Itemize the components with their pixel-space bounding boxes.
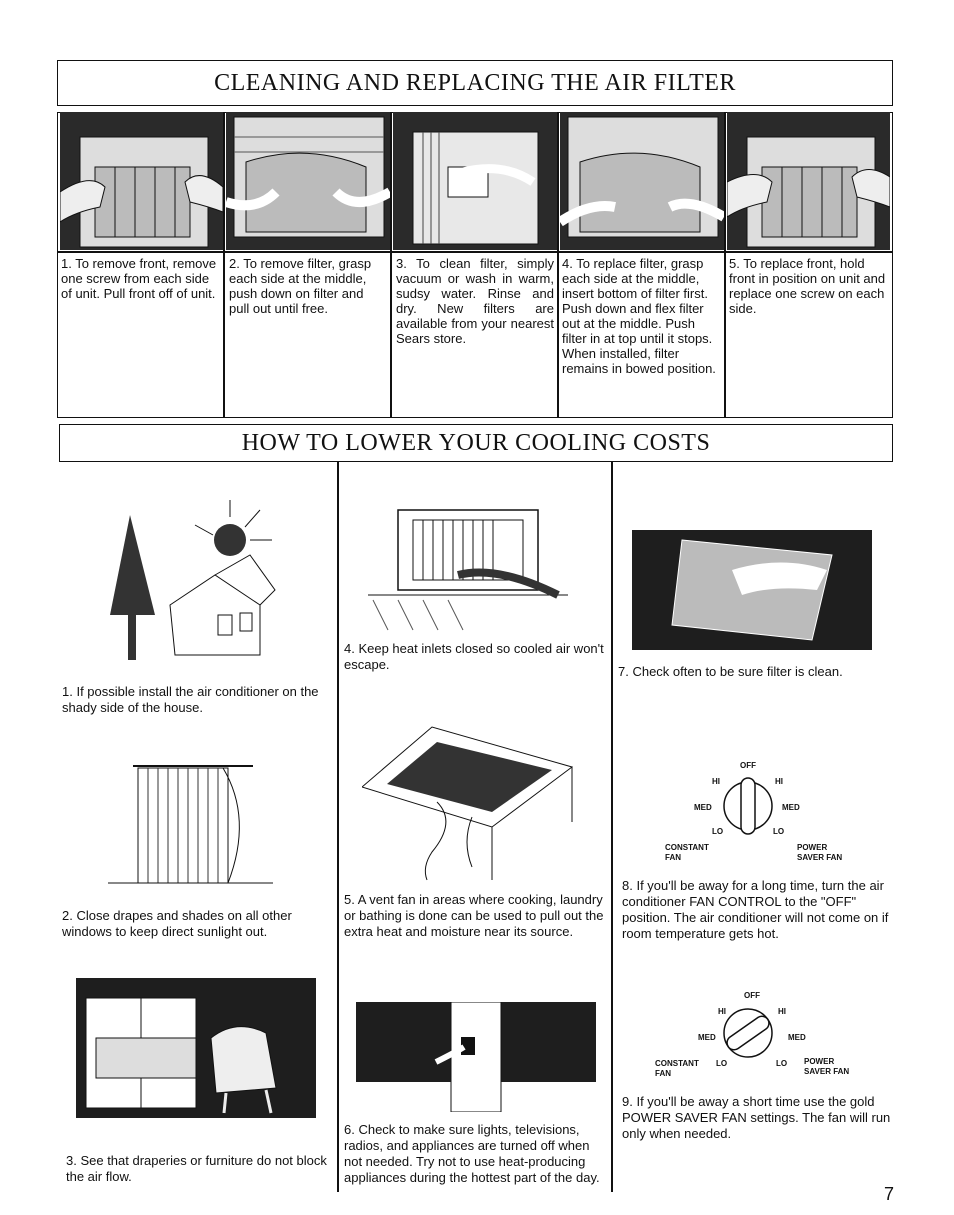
filter-step-text: 1. To remove front, remove one screw fro… xyxy=(61,256,217,301)
dial-label-lo: LO xyxy=(773,827,784,836)
step-4-illustration xyxy=(560,112,724,250)
step-1-illustration xyxy=(60,112,223,250)
dial-label-lo: LO xyxy=(712,827,723,836)
dial-label-hi: HI xyxy=(718,1007,726,1016)
filter-step-text: 2. To remove filter, grasp each side at … xyxy=(229,256,372,316)
power-saver-dial: OFF HI HI MED MED CONSTANT LO LO FAN POW… xyxy=(655,991,849,1078)
tip-7-illustration xyxy=(632,530,872,650)
dial-label-power: POWER xyxy=(797,843,827,852)
tip-1-illustration xyxy=(110,500,276,660)
dial-label-fan: FAN xyxy=(665,853,681,862)
dial-label-hi: HI xyxy=(712,777,720,786)
tip-4-illustration xyxy=(368,509,568,631)
steps-divider-horizontal xyxy=(57,251,893,253)
dial-label-hi: HI xyxy=(775,777,783,786)
filter-step-text: 3. To clean filter, simply vacuum or was… xyxy=(396,256,554,346)
steps-divider xyxy=(557,112,559,418)
filter-section-title: CLEANING AND REPLACING THE AIR FILTER xyxy=(57,60,893,106)
tip-6-illustration xyxy=(356,1002,596,1112)
tip-3-illustration xyxy=(76,978,316,1118)
column-divider xyxy=(337,462,339,1192)
steps-divider xyxy=(390,112,392,418)
steps-divider xyxy=(724,112,726,418)
cost-tip-text: 8. If you'll be away for a long time, tu… xyxy=(622,878,889,941)
dial-label-constant: CONSTANT xyxy=(665,843,709,852)
cost-tip-text: 2. Close drapes and shades on all other … xyxy=(62,908,292,939)
dial-label-saver-fan: SAVER FAN xyxy=(797,853,842,862)
steps-divider xyxy=(223,112,225,418)
costs-section-title: HOW TO LOWER YOUR COOLING COSTS xyxy=(59,424,893,462)
dial-label-lo: LO xyxy=(776,1059,787,1068)
cost-tip-text: 6. Check to make sure lights, television… xyxy=(344,1122,600,1185)
dial-label-saver-fan: SAVER FAN xyxy=(804,1067,849,1076)
step-5-illustration xyxy=(727,112,890,250)
cost-tip-text: 9. If you'll be away a short time use th… xyxy=(622,1094,891,1141)
tip-2-illustration xyxy=(108,765,273,884)
dial-label-med: MED xyxy=(788,1033,806,1042)
dial-label-med: MED xyxy=(698,1033,716,1042)
cost-tip-text: 4. Keep heat inlets closed so cooled air… xyxy=(344,641,604,672)
fan-control-dial: OFF HI HI MED MED LO LO CONSTANT FAN POW… xyxy=(665,761,842,862)
page-number: 7 xyxy=(884,1184,895,1204)
dial-label-lo: LO xyxy=(716,1059,727,1068)
column-divider xyxy=(611,462,613,1192)
dial-label-off: OFF xyxy=(744,991,760,1000)
filter-step-text: 5. To replace front, hold front in posit… xyxy=(729,256,886,316)
step-3-illustration xyxy=(393,112,557,250)
dial-label-med: MED xyxy=(694,803,712,812)
cost-tip-text: 5. A vent fan in areas where cooking, la… xyxy=(344,892,604,939)
cost-tip-text: 7. Check often to be sure filter is clea… xyxy=(618,664,843,679)
cost-tip-text: 1. If possible install the air condition… xyxy=(62,684,319,715)
dial-label-off: OFF xyxy=(740,761,756,770)
dial-label-med: MED xyxy=(782,803,800,812)
tip-5-illustration xyxy=(362,726,574,881)
dial-label-constant: CONSTANT xyxy=(655,1059,699,1068)
step-2-illustration xyxy=(226,112,390,250)
dial-label-fan: FAN xyxy=(655,1069,671,1078)
dial-label-hi: HI xyxy=(778,1007,786,1016)
cost-tip-text: 3. See that draperies or furniture do no… xyxy=(66,1153,327,1184)
dial-label-power: POWER xyxy=(804,1057,834,1066)
filter-step-text: 4. To replace filter, grasp each side at… xyxy=(562,256,716,376)
